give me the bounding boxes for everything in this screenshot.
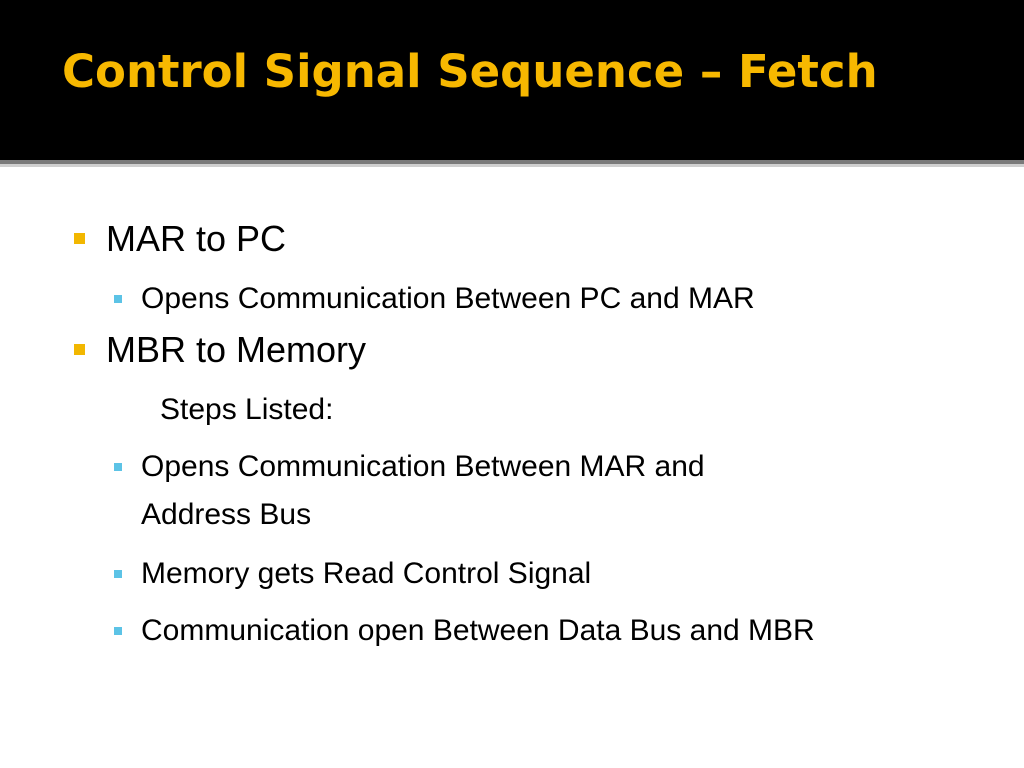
sub-bullet-square-icon <box>114 295 122 303</box>
sub-bullet-item: Communication open Between Data Bus and … <box>141 614 815 647</box>
sub-bullet-item: Opens Communication Between MAR and <box>141 450 705 483</box>
bullet-item-mar-to-pc: MAR to PC <box>106 218 287 259</box>
slide-title: Control Signal Sequence – Fetch <box>62 45 878 98</box>
sub-bullet-square-icon <box>114 627 122 635</box>
title-bar: Control Signal Sequence – Fetch <box>0 0 1024 160</box>
title-divider-highlight <box>0 164 1024 167</box>
sub-bullet-item: Memory gets Read Control Signal <box>141 557 592 590</box>
sub-bullet-square-icon <box>114 570 122 578</box>
sub-bullet-square-icon <box>114 463 122 471</box>
bullet-square-icon <box>74 233 85 244</box>
steps-listed-note: Steps Listed: <box>160 393 334 426</box>
bullet-item-mbr-to-memory: MBR to Memory <box>106 329 367 370</box>
bullet-square-icon <box>74 344 85 355</box>
sub-bullet-item-continuation: Address Bus <box>141 498 312 531</box>
title-divider <box>0 160 1024 164</box>
sub-bullet-item: Opens Communication Between PC and MAR <box>141 282 755 315</box>
